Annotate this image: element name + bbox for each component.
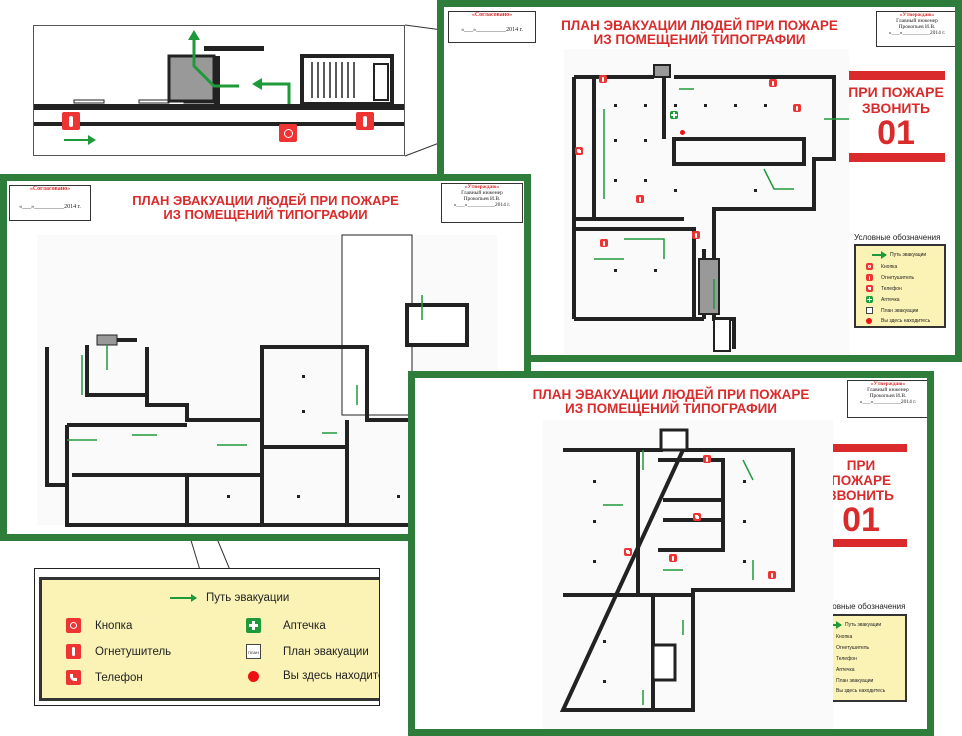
button-icon bbox=[279, 124, 297, 142]
legend-phone-label: Телефон bbox=[836, 655, 857, 662]
phone-icon bbox=[693, 513, 701, 521]
extinguisher-icon bbox=[599, 75, 607, 83]
button-icon bbox=[66, 618, 81, 633]
floorplan-drawing bbox=[564, 49, 849, 355]
legend-route-label: Путь эвакуации bbox=[845, 622, 882, 628]
approved-stamp: «Утверждаю» Главный инженер Прокопьев И.… bbox=[876, 11, 955, 47]
legend-title: Условные обозначения bbox=[854, 233, 941, 242]
first-aid-icon bbox=[866, 296, 873, 303]
you-are-here-dot-icon bbox=[248, 670, 259, 682]
legend-evac-plan-label: План эвакуации bbox=[881, 307, 919, 314]
plan-title: ПЛАН ЭВАКУАЦИИ ЛЮДЕЙ ПРИ ПОЖАРЕ ИЗ ПОМЕЩ… bbox=[132, 193, 399, 222]
legend-extinguisher-label: Огнетушитель bbox=[95, 645, 172, 658]
phone-icon bbox=[66, 670, 81, 685]
button-icon bbox=[866, 263, 873, 270]
extinguisher-icon bbox=[866, 274, 873, 281]
evacuation-plan-sheet-bottom-right: «Утверждаю» Главный инженер Прокопьев И.… bbox=[408, 371, 934, 736]
legend-you-are-here-label: Вы здесь находитесь bbox=[881, 318, 931, 324]
legend-extinguisher-label: Огнетушитель bbox=[836, 644, 870, 651]
extinguisher-icon bbox=[669, 554, 677, 562]
evacuation-plan-sheet-middle-left: «Согласовано» «___»__________2014 г. «Ут… bbox=[0, 174, 531, 541]
first-aid-icon bbox=[246, 618, 261, 633]
extinguisher-icon bbox=[703, 455, 711, 463]
legend-route-label: Путь эвакуации bbox=[890, 252, 927, 258]
legend-first-aid-label: Аптечка bbox=[881, 296, 900, 303]
zoom-inset-stairs bbox=[33, 25, 405, 156]
extinguisher-icon bbox=[62, 112, 80, 130]
legend-title: Условные обозначения bbox=[819, 602, 906, 611]
you-are-here-dot-icon bbox=[680, 130, 685, 135]
legend-box: Путь эвакуации Кнопка Огнетушитель Телеф… bbox=[854, 244, 946, 328]
you-are-here-dot-icon bbox=[866, 318, 872, 324]
phone-icon bbox=[866, 285, 873, 292]
legend-phone-label: Телефон bbox=[881, 285, 902, 292]
legend-extinguisher-label: Огнетушитель bbox=[881, 274, 915, 281]
legend-evac-plan-label: План эвакуации bbox=[283, 645, 369, 658]
evacuation-plan-icon bbox=[866, 307, 873, 314]
legend-first-aid-label: Аптечка bbox=[283, 619, 326, 632]
phone-icon bbox=[624, 548, 632, 556]
phone-icon bbox=[575, 147, 583, 155]
extinguisher-icon bbox=[793, 104, 801, 112]
extinguisher-icon bbox=[600, 239, 608, 247]
agreed-stamp: «Согласовано» «___»__________2014 г. bbox=[9, 185, 91, 221]
fire-call-block: ПРИ ПОЖАРЕ ЗВОНИТЬ 01 bbox=[815, 444, 907, 547]
legend-button-label: Кнопка bbox=[836, 633, 853, 640]
evacuation-arrow-icon bbox=[170, 594, 197, 602]
fire-call-block: ПРИ ПОЖАРЕ ЗВОНИТЬ 01 bbox=[847, 71, 945, 162]
extinguisher-icon bbox=[769, 79, 777, 87]
extinguisher-icon bbox=[636, 195, 644, 203]
legend-evac-plan-label: План эвакуации bbox=[836, 677, 874, 684]
legend-box-zoomed: Путь эвакуации Кнопка Огнетушитель Телеф… bbox=[39, 577, 380, 701]
extinguisher-icon bbox=[66, 644, 81, 659]
legend-first-aid-label: Аптечка bbox=[836, 666, 855, 673]
plan-title: ПЛАН ЭВАКУАЦИИ ЛЮДЕЙ ПРИ ПОЖАРЕ ИЗ ПОМЕЩ… bbox=[532, 387, 810, 417]
plan-title: ПЛАН ЭВАКУАЦИИ ЛЮДЕЙ ПРИ ПОЖАРЕ ИЗ ПОМЕЩ… bbox=[561, 18, 838, 48]
legend-you-are-here-label: Вы здесь находите bbox=[283, 670, 380, 682]
evacuation-arrow-icon bbox=[872, 251, 887, 259]
legend-button-label: Кнопка bbox=[95, 619, 133, 632]
legend-button-label: Кнопка bbox=[881, 263, 898, 270]
zoom-inset-legend: Путь эвакуации Кнопка Огнетушитель Телеф… bbox=[34, 568, 380, 706]
extinguisher-icon bbox=[356, 112, 374, 130]
approved-stamp: «Утверждаю» Главный инженер Прокопьев И.… bbox=[441, 183, 523, 223]
approved-stamp: «Утверждаю» Главный инженер Прокопьев И.… bbox=[847, 380, 927, 418]
extinguisher-icon bbox=[692, 231, 700, 239]
agreed-stamp: «Согласовано» «___»__________2014 г. bbox=[448, 11, 536, 43]
extinguisher-icon bbox=[768, 571, 776, 579]
floorplan-drawing bbox=[543, 420, 833, 729]
evacuation-arrow-icon bbox=[827, 621, 842, 629]
legend-route-label: Путь эвакуации bbox=[206, 592, 290, 604]
legend-phone-label: Телефон bbox=[95, 671, 143, 684]
zoom-floorplan bbox=[34, 30, 404, 145]
legend-you-are-here-label: Вы здесь находитесь bbox=[836, 688, 886, 694]
evacuation-plan-icon: ПЛАН bbox=[246, 644, 261, 659]
first-aid-icon bbox=[670, 111, 678, 119]
